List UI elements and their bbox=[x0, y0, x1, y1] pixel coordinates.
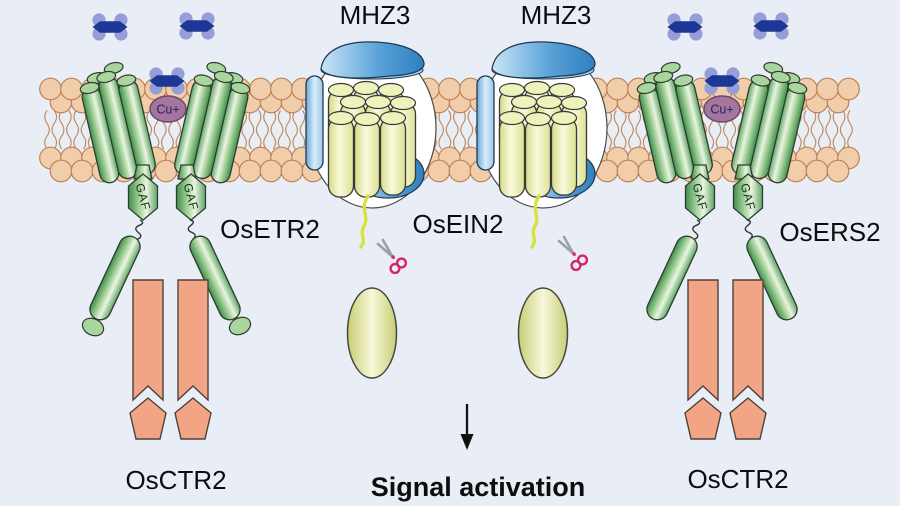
gaf-domain-label: GAF bbox=[738, 182, 759, 212]
label-osein2: OsEIN2 bbox=[412, 209, 503, 239]
copper-label: Cu+ bbox=[710, 103, 733, 117]
label-osetr2: OsETR2 bbox=[220, 214, 320, 244]
gaf-domain-label: GAF bbox=[133, 182, 154, 212]
ein2-cterm-oval bbox=[346, 287, 398, 379]
receiver-domain-foot bbox=[228, 316, 252, 336]
label-osers2: OsERS2 bbox=[779, 217, 880, 247]
ein2-cterm-oval bbox=[517, 287, 569, 379]
ethylene-molecule-icon bbox=[667, 13, 703, 41]
gaf-domain-label: GAF bbox=[690, 182, 711, 212]
label-osctr2-right: OsCTR2 bbox=[687, 464, 788, 494]
copper-ion: Cu+ bbox=[149, 95, 187, 123]
label-mhz3-left: MHZ3 bbox=[340, 0, 411, 30]
receiver-domain-foot bbox=[81, 317, 105, 337]
scissors-icon bbox=[376, 238, 408, 275]
osctr2-kinase bbox=[684, 279, 767, 440]
label-osctr2-left: OsCTR2 bbox=[125, 465, 226, 495]
copper-ion: Cu+ bbox=[703, 95, 741, 123]
receptor-osetr2 bbox=[76, 59, 254, 337]
ethylene-molecule-icon bbox=[92, 13, 128, 41]
label-signal-activation: Signal activation bbox=[371, 472, 586, 502]
label-mhz3-right: MHZ3 bbox=[521, 0, 592, 30]
copper-label: Cu+ bbox=[156, 103, 179, 117]
scissors-icon bbox=[557, 235, 589, 272]
gaf-domain-label: GAF bbox=[181, 182, 202, 212]
ethylene-molecule-icon bbox=[179, 12, 215, 40]
signal-arrow bbox=[460, 404, 474, 450]
ethylene-molecule-icon bbox=[753, 12, 789, 40]
osctr2-kinase bbox=[129, 279, 212, 440]
